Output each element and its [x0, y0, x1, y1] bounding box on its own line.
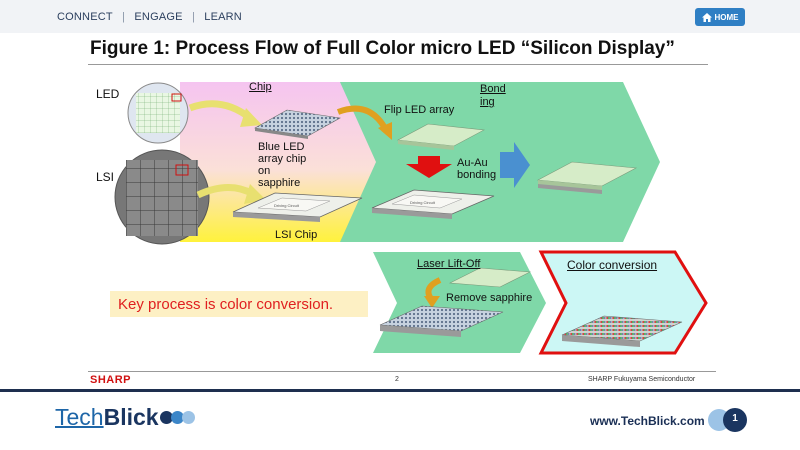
logo-blick-text: Blick [103, 404, 159, 430]
slide-page-number: 2 [395, 376, 399, 383]
label-blue-led-line4: sapphire [258, 177, 301, 189]
removed-sapphire [448, 267, 532, 288]
label-led: LED [96, 87, 120, 101]
label-au-au-line1: Au-Au [457, 157, 488, 169]
title-divider [88, 64, 708, 65]
blue-led-chip [254, 109, 341, 137]
label-flip-led-array: Flip LED array [384, 104, 455, 116]
led-wafer-grid [136, 93, 180, 133]
key-process-callout [110, 291, 368, 317]
led-wafer-highlight [171, 93, 182, 102]
home-icon [701, 12, 712, 22]
bonded-stack-mid [538, 180, 602, 190]
flipped-led-array-edge [398, 140, 454, 150]
driving-circuit-area [257, 197, 331, 212]
logo-tech-text: Tech [55, 404, 104, 430]
lsi-wafer-highlight [175, 164, 189, 176]
label-lsi-chip: LSI Chip [275, 229, 318, 241]
label-bonding-line2: ing [480, 96, 495, 108]
label-bonding-line1: Bond [480, 83, 506, 95]
website-url[interactable]: www.TechBlick.com [590, 414, 705, 428]
label-remove-sapphire: Remove sapphire [446, 292, 533, 304]
lift-arrow-head [424, 296, 440, 308]
flip-arrow-head [378, 122, 392, 140]
page-number: 1 [732, 413, 738, 424]
nav-links: CONNECT | ENGAGE | LEARN [57, 11, 242, 23]
nav-link-connect[interactable]: CONNECT [57, 11, 113, 23]
home-button[interactable]: HOME [695, 8, 745, 26]
right-arrow [500, 142, 530, 188]
bonded-stack-top [536, 161, 638, 187]
slide-title: Figure 1: Process Flow of Full Color mic… [90, 38, 675, 59]
label-lsi: LSI [96, 170, 115, 184]
bonded-stack-bottom [538, 184, 602, 194]
color-conversion-chip-edge [562, 335, 640, 347]
down-arrow [406, 156, 452, 178]
nav-separator: | [122, 11, 126, 23]
label-au-au-line2: bonding [457, 169, 497, 181]
nav-link-learn[interactable]: LEARN [204, 11, 242, 23]
key-process-text: Key process is color conversion. [118, 296, 334, 313]
label-blue-led-line3: on [258, 165, 271, 177]
bonding-driving-circuit [391, 194, 463, 209]
slide-footer-divider [88, 371, 716, 372]
page-badge-icon [708, 408, 747, 432]
home-button-label: HOME [714, 12, 739, 22]
footer-divider [0, 389, 800, 392]
bonding-lsi-edge [372, 208, 452, 219]
label-blue-led-line2: array chip [258, 153, 307, 165]
label-blue-led-line1: Blue LED [258, 141, 305, 153]
label-chip: Chip [249, 81, 272, 93]
label-laser-lift-off: Laser Lift-Off [417, 258, 481, 270]
top-nav-bar: CONNECT | ENGAGE | LEARN HOME [0, 0, 800, 33]
nav-separator: | [191, 11, 195, 23]
nav-link-engage[interactable]: ENGAGE [134, 11, 183, 23]
flip-arrow [336, 105, 389, 132]
blue-led-chip-edge [255, 128, 308, 139]
led-on-lsi-edge [380, 325, 461, 337]
label-driving-circuit-bonded: Driving Circuit [410, 200, 435, 205]
lsi-chip-edge [233, 212, 320, 222]
label-driving-circuit: Driving Circuit [274, 203, 299, 208]
label-color-conversion: Color conversion [567, 258, 658, 272]
slide-company-name: SHARP Fukuyama Semiconductor [588, 376, 696, 383]
flipped-led-array [396, 123, 486, 147]
lsi-wafer-grid [126, 160, 198, 236]
logo-dots-icon [159, 411, 195, 424]
sharp-logo: SHARP [90, 374, 132, 386]
curved-arrow-head [244, 184, 266, 204]
curved-arrow-head [240, 108, 262, 127]
